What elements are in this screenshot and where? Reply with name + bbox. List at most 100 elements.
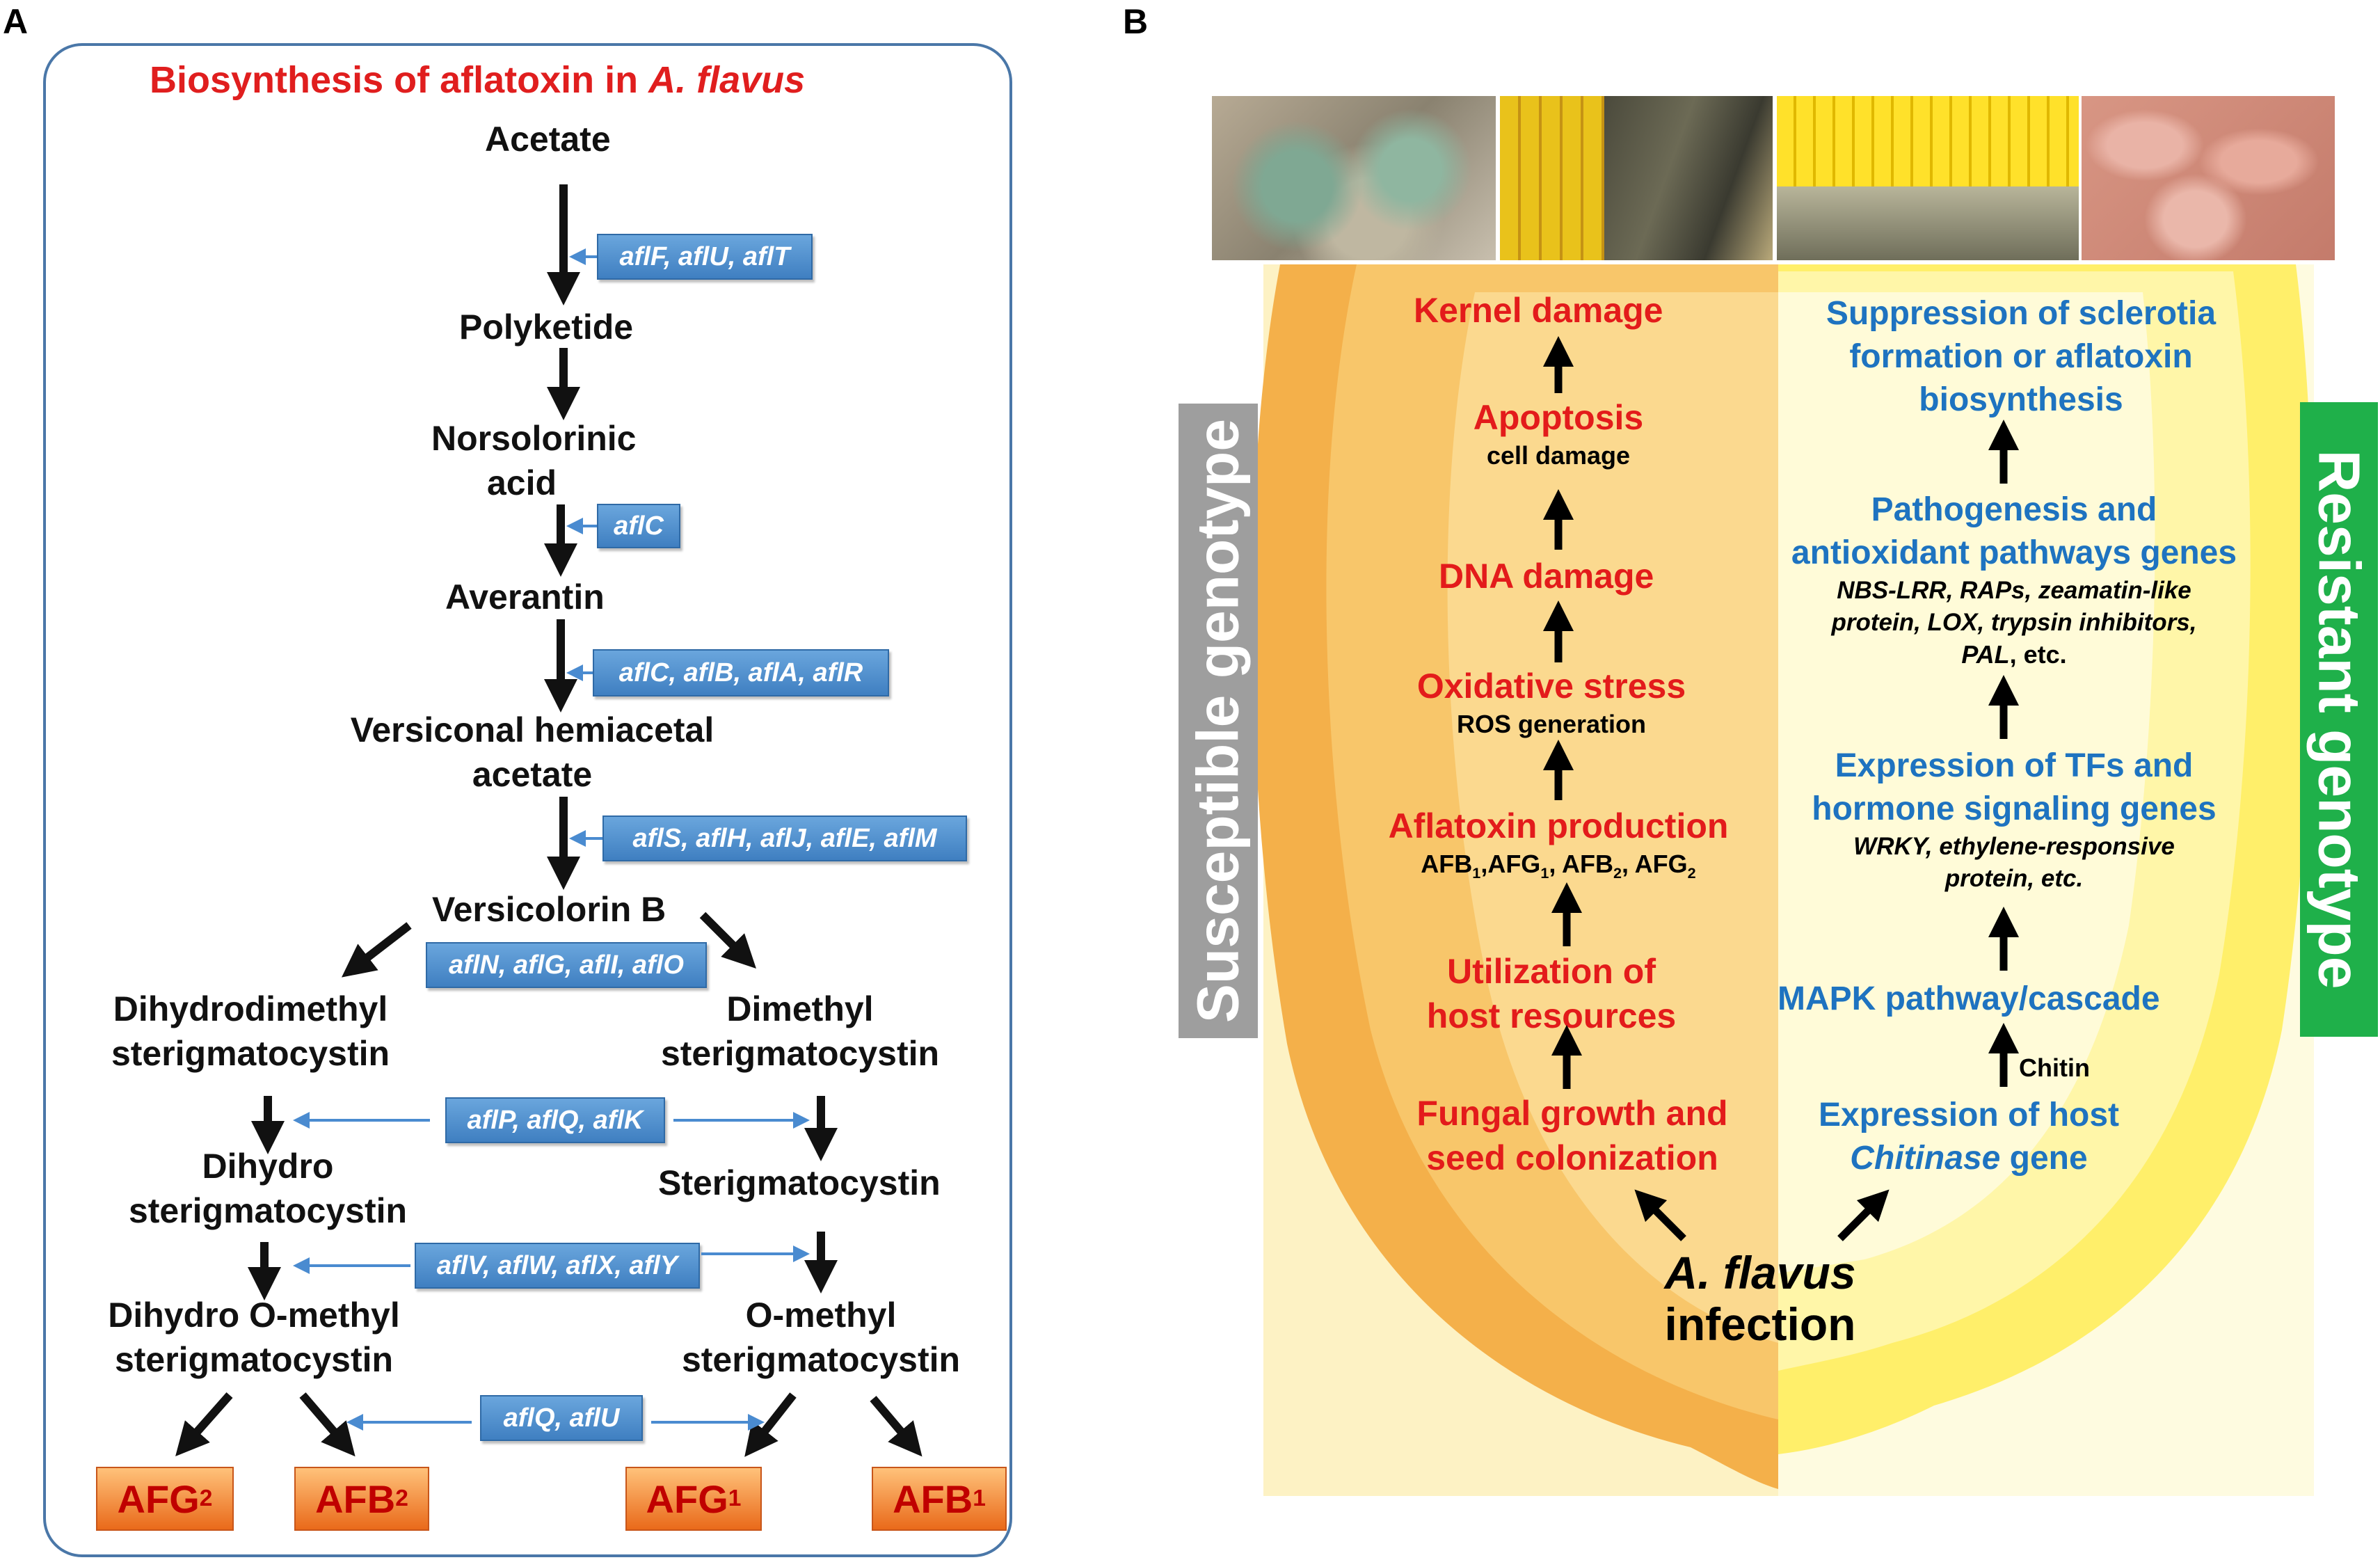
afg1-sub: 1 xyxy=(1540,864,1549,882)
norsolorinic-line2: acid xyxy=(486,463,557,502)
gene-box-aflQ-aflU: aflQ, aflU xyxy=(480,1395,643,1441)
step-suppression: Suppression of sclerotia formation or af… xyxy=(1767,292,2275,422)
apoptosis-title: Apoptosis xyxy=(1473,398,1644,437)
tf-genes-2: protein, etc. xyxy=(1944,865,2084,892)
compound-acetate: Acetate xyxy=(485,120,611,159)
compound-dihydrodimethyl-sterigmatocystin: Dihydrodimethyl sterigmatocystin xyxy=(90,987,410,1076)
oxidative-sub: ROS generation xyxy=(1456,710,1647,738)
panel-b-letter: B xyxy=(1123,2,1149,41)
dhdm-line2: sterigmatocystin xyxy=(111,1034,390,1073)
photo-infected-maize xyxy=(1500,96,1773,260)
afb1-label: AFB xyxy=(1421,850,1473,878)
step-kernel-damage: Kernel damage xyxy=(1414,291,1663,330)
panel-a-title: Biosynthesis of aflatoxin in A. flavus xyxy=(150,58,805,102)
gene-box-aflN-aflG-aflI-aflO: aflN, aflG, aflI, aflO xyxy=(426,942,707,988)
tf-line2: hormone signaling genes xyxy=(1812,790,2217,827)
compound-dimethyl-sterigmatocystin: Dimethyl sterigmatocystin xyxy=(644,987,957,1076)
compound-o-methyl-sterigmatocystin: O-methyl sterigmatocystin xyxy=(661,1293,981,1382)
arrow-infection-fungal xyxy=(1634,1189,1686,1241)
afb2-label: , AFB xyxy=(1549,850,1613,878)
chitinase-italic: Chitinase xyxy=(1850,1140,2001,1177)
arrow-versicolorin-dm xyxy=(699,912,756,969)
afb1-sub: 1 xyxy=(973,1486,986,1511)
afb2-sub: 2 xyxy=(1613,864,1622,882)
pathogenesis-genes-2: protein, LOX, trypsin inhibitors, xyxy=(1831,609,2197,636)
susceptible-genotype-bar xyxy=(1179,404,1258,1038)
resistant-genotype-bar xyxy=(2300,402,2378,1037)
fungal-line1: Fungal growth and xyxy=(1416,1094,1728,1133)
afg1-text: AFG xyxy=(646,1477,728,1521)
aflatoxin-title: Aflatoxin production xyxy=(1388,806,1729,845)
dm-line1: Dimethyl xyxy=(726,989,874,1028)
step-dna-damage: DNA damage xyxy=(1439,557,1654,596)
compound-sterigmatocystin: Sterigmatocystin xyxy=(658,1163,941,1202)
utilization-line1: Utilization of xyxy=(1447,952,1656,991)
suppression-line3: biosynthesis xyxy=(1919,381,2123,418)
seed-left-core xyxy=(1447,292,1778,1343)
chitinase-gene: gene xyxy=(2000,1140,2088,1177)
title-species: A. flavus xyxy=(648,59,806,101)
step-mapk: MAPK pathway/cascade xyxy=(1778,980,2160,1017)
suppression-line2: formation or aflatoxin xyxy=(1849,338,2193,375)
vha-line2: acetate xyxy=(472,755,593,794)
arrow-dhom-afb2 xyxy=(299,1392,356,1457)
afb2-sub: 2 xyxy=(395,1486,408,1511)
step-fungal-growth: Fungal growth and seed colonization xyxy=(1398,1091,1746,1180)
gene-box-aflV-aflW-aflX-aflY: aflV, aflW, aflX, aflY xyxy=(415,1243,700,1289)
dh-line2: sterigmatocystin xyxy=(128,1191,408,1230)
om-line2: sterigmatocystin xyxy=(681,1340,961,1379)
afg2-sub: 2 xyxy=(199,1486,213,1511)
afb1-sub: 1 xyxy=(1472,864,1481,882)
tf-genes-1: WRKY, ethylene-responsive xyxy=(1853,833,2175,860)
panel-a-frame xyxy=(43,43,1012,1557)
arrow-infection-chitinase xyxy=(1837,1189,1890,1241)
gene-box-aflC: aflC xyxy=(597,504,680,548)
afb1-text: AFB xyxy=(893,1477,973,1521)
afg1-sub: 1 xyxy=(728,1486,742,1511)
photo-moldy-peanuts xyxy=(1212,96,1496,260)
om-line1: O-methyl xyxy=(745,1296,897,1335)
vha-line1: Versiconal hemiacetal xyxy=(350,710,714,749)
utilization-line2: host resources xyxy=(1426,996,1677,1035)
step-chitinase: Expression of host Chitinase gene xyxy=(1788,1094,2150,1180)
panel-a-letter: A xyxy=(3,2,29,41)
chitin-label: Chitin xyxy=(2019,1053,2090,1082)
compound-norsolorinic-acid: Norsolorinic acid xyxy=(431,416,637,505)
gene-box-aflP-aflQ-aflK: aflP, aflQ, aflK xyxy=(445,1097,665,1143)
infection-word: infection xyxy=(1664,1298,1856,1350)
arrow-om-afb1 xyxy=(870,1396,923,1457)
photo-maize-mold-patch xyxy=(1604,96,1773,260)
afg1-label: ,AFG xyxy=(1480,850,1541,878)
step-aflatoxin-production: Aflatoxin production AFB1,AFG1, AFB2, AF… xyxy=(1371,804,1746,889)
compound-versiconal-hemiacetal-acetate: Versiconal hemiacetal acetate xyxy=(334,708,730,797)
suppression-line1: Suppression of sclerotia xyxy=(1826,295,2217,332)
tf-line1: Expression of TFs and xyxy=(1835,747,2194,784)
chitinase-line1: Expression of host xyxy=(1818,1097,2120,1133)
gene-box-aflF-aflU-aflT: aflF, aflU, aflT xyxy=(597,234,813,280)
step-apoptosis: Apoptosis cell damage xyxy=(1426,395,1691,472)
norsolorinic-line1: Norsolorinic xyxy=(431,419,637,458)
gene-box-aflC-aflB-aflA-aflR: aflC, aflB, aflA, aflR xyxy=(593,649,889,697)
gene-box-aflS-aflH-aflJ-aflE-aflM: aflS, aflH, aflJ, aflE, aflM xyxy=(602,815,967,861)
seed-right-core xyxy=(1778,292,2155,1273)
chitinase-line2: Chitinase gene xyxy=(1788,1137,2150,1180)
step-oxidative-stress: Oxidative stress ROS generation xyxy=(1391,664,1711,740)
infection-label: A. flavus infection xyxy=(1656,1247,1864,1350)
pathogenesis-line1: Pathogenesis and xyxy=(1871,491,2157,528)
compound-dihydro-o-methyl-sterigmatocystin: Dihydro O-methyl sterigmatocystin xyxy=(90,1293,417,1382)
arrow-om-afg1 xyxy=(744,1392,797,1457)
afg2-text: AFG xyxy=(117,1477,200,1521)
afg2-label: , AFG xyxy=(1622,850,1688,878)
step-pathogenesis-antioxidant: Pathogenesis and antioxidant pathways ge… xyxy=(1764,488,2265,671)
apoptosis-sub: cell damage xyxy=(1486,441,1631,470)
title-text: Biosynthesis of aflatoxin in xyxy=(150,59,649,101)
photo-healthy-maize xyxy=(1777,96,2079,260)
infection-species: A. flavus xyxy=(1664,1247,1856,1298)
dhom-line2: sterigmatocystin xyxy=(114,1340,394,1379)
photo-healthy-peanuts xyxy=(2082,96,2335,260)
pathogenesis-genes-3: PAL, etc. xyxy=(1764,639,2265,671)
